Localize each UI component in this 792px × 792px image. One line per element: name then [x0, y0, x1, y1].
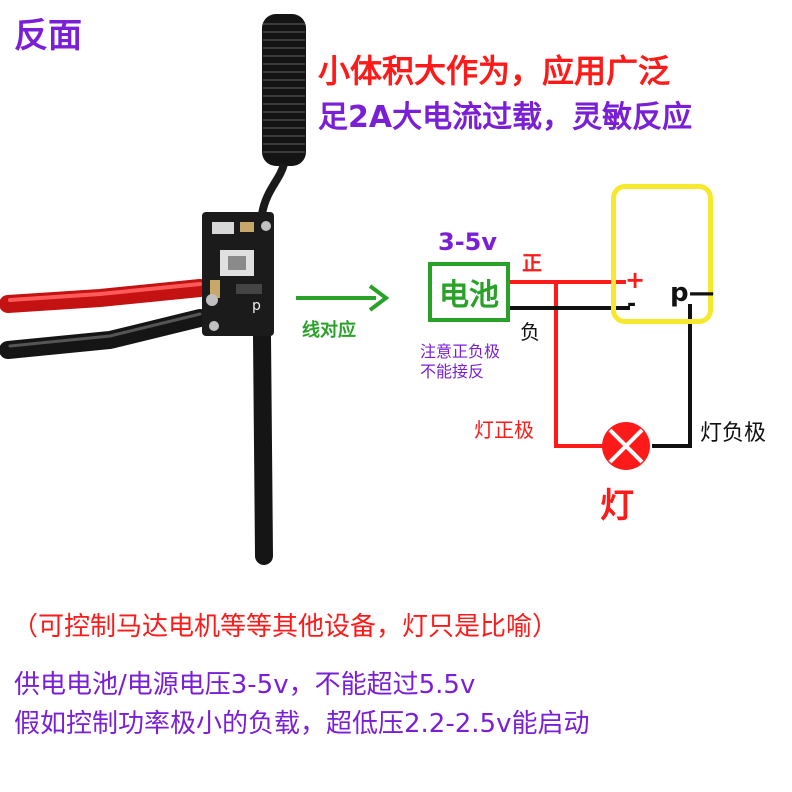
- page-title: 反面: [14, 16, 82, 56]
- coil-antenna: [262, 14, 306, 166]
- spec-line2: 假如控制功率极小的负载，超低压2.2-2.5v能启动: [14, 709, 590, 739]
- usage-note: （可控制马达电机等等其他设备，灯只是比喻）: [12, 612, 559, 642]
- lamp-symbol-icon: [602, 422, 650, 470]
- positive-wiring: [510, 280, 626, 448]
- headline-line1: 小体积大作为，应用广泛: [318, 52, 671, 90]
- module-pin-label: p: [252, 298, 261, 314]
- battery-positive-label: 正: [522, 251, 542, 275]
- black-wire: [0, 309, 209, 359]
- receiver-minus-terminal: -: [627, 292, 637, 317]
- battery-label: 电池: [439, 278, 499, 313]
- receiver-module-board: [202, 212, 274, 336]
- polarity-warning-line2: 不能接反: [420, 362, 485, 381]
- receiver-p-terminal: p—: [670, 278, 715, 308]
- polarity-warning-line1: 注意正负极: [420, 342, 501, 361]
- battery-box: 电池: [428, 262, 510, 322]
- bottom-wire: [253, 327, 273, 565]
- receiver-plus-terminal: +: [625, 266, 646, 294]
- negative-wiring: [510, 304, 692, 448]
- antenna-lead: [258, 162, 288, 215]
- lamp-label: 灯: [600, 486, 634, 526]
- headline-line2: 足2A大电流过载，灵敏反应: [318, 100, 693, 135]
- arrow-label: 线对应: [302, 320, 356, 341]
- lamp-negative-label: 灯负极: [700, 421, 767, 446]
- receiver-terminal-box: [611, 184, 713, 324]
- spec-line1: 供电电池/电源电压3-5v，不能超过5.5v: [14, 670, 476, 700]
- lamp-positive-label: 灯正极: [474, 418, 534, 442]
- battery-voltage: 3-5v: [438, 228, 498, 256]
- green-arrow: [296, 284, 390, 312]
- battery-negative-label: 负: [520, 320, 540, 344]
- red-wire: [0, 279, 209, 313]
